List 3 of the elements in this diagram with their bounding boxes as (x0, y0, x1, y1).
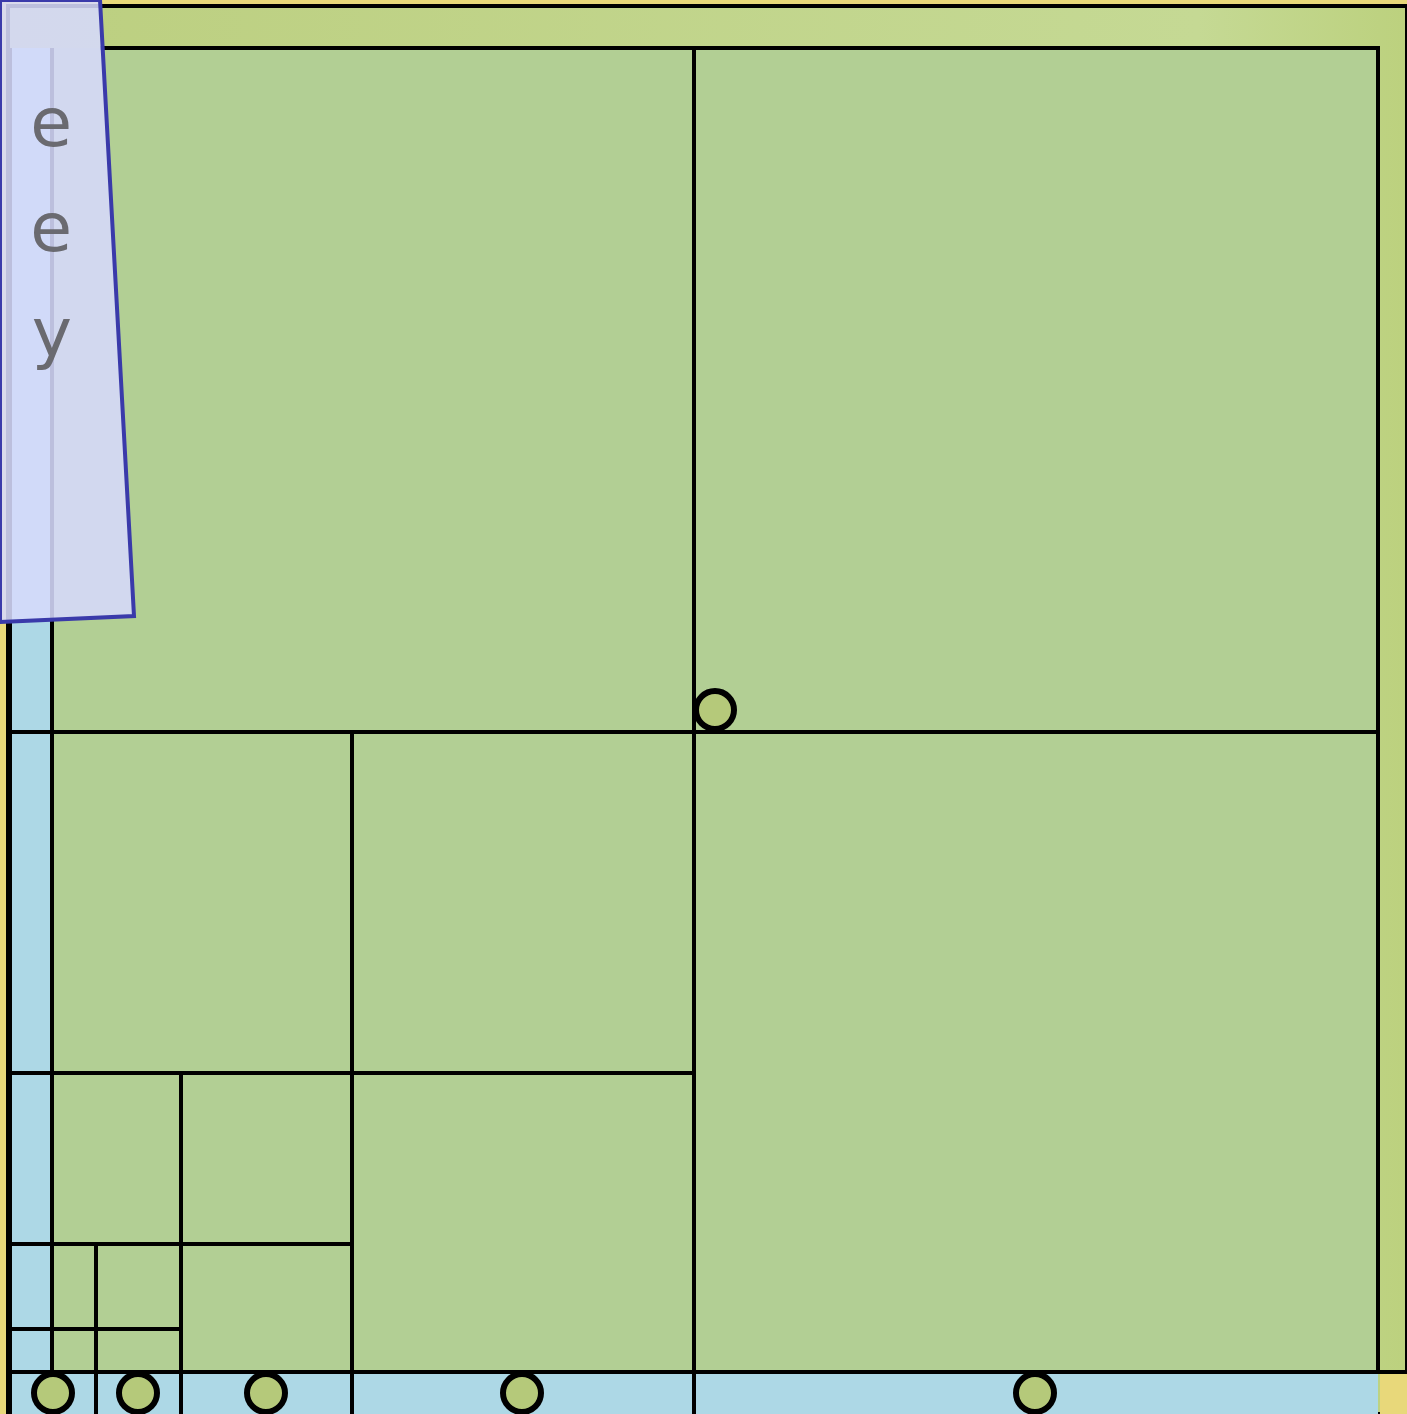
note-text: e (29, 82, 72, 164)
note-text: e (29, 187, 72, 269)
note-text: y (30, 292, 72, 374)
